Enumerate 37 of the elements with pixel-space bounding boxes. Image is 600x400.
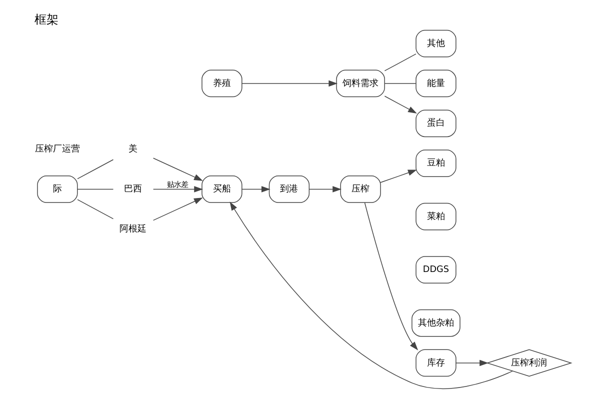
arrow — [308, 186, 342, 192]
label: 压榨厂运营 — [34, 144, 80, 155]
node-diamond: 压榨利润 — [486, 349, 572, 377]
node-box: 饲料需求 — [336, 70, 385, 98]
arrow — [242, 186, 270, 192]
node-box: 压榨 — [340, 176, 381, 203]
arrow — [364, 202, 418, 350]
node-box: 能量 — [416, 70, 456, 98]
node-box: DDGS — [416, 256, 456, 284]
node-box: 豆粕 — [416, 150, 456, 177]
arrow — [152, 198, 203, 221]
arrow — [456, 360, 488, 366]
node-text: 美 — [128, 144, 138, 155]
diagram-title: 框架 — [34, 12, 59, 26]
arrow — [384, 96, 417, 114]
connector — [384, 54, 416, 72]
connector — [77, 188, 114, 190]
node-box: 其他杂粕 — [412, 309, 460, 337]
arrow — [152, 158, 203, 181]
connector — [77, 159, 114, 180]
node-box: 养殖 — [202, 70, 242, 98]
node-box: 到港 — [268, 176, 310, 203]
node-text: 阿根廷 — [120, 224, 147, 234]
node-text: 巴西 — [124, 184, 142, 194]
node-box: 蛋白 — [416, 110, 456, 138]
connector — [77, 199, 114, 220]
arrow — [152, 186, 204, 192]
node-box: 菜粕 — [416, 202, 456, 230]
node-box: 际 — [37, 176, 78, 203]
node-box: 库存 — [416, 349, 456, 377]
arrow — [380, 170, 417, 183]
arrow — [230, 202, 513, 389]
arrow — [242, 80, 338, 87]
edge-label: 贴水差 — [167, 180, 188, 189]
node-box: 买船 — [202, 176, 242, 203]
node-box: 其他 — [416, 30, 456, 58]
connector — [384, 83, 416, 84]
